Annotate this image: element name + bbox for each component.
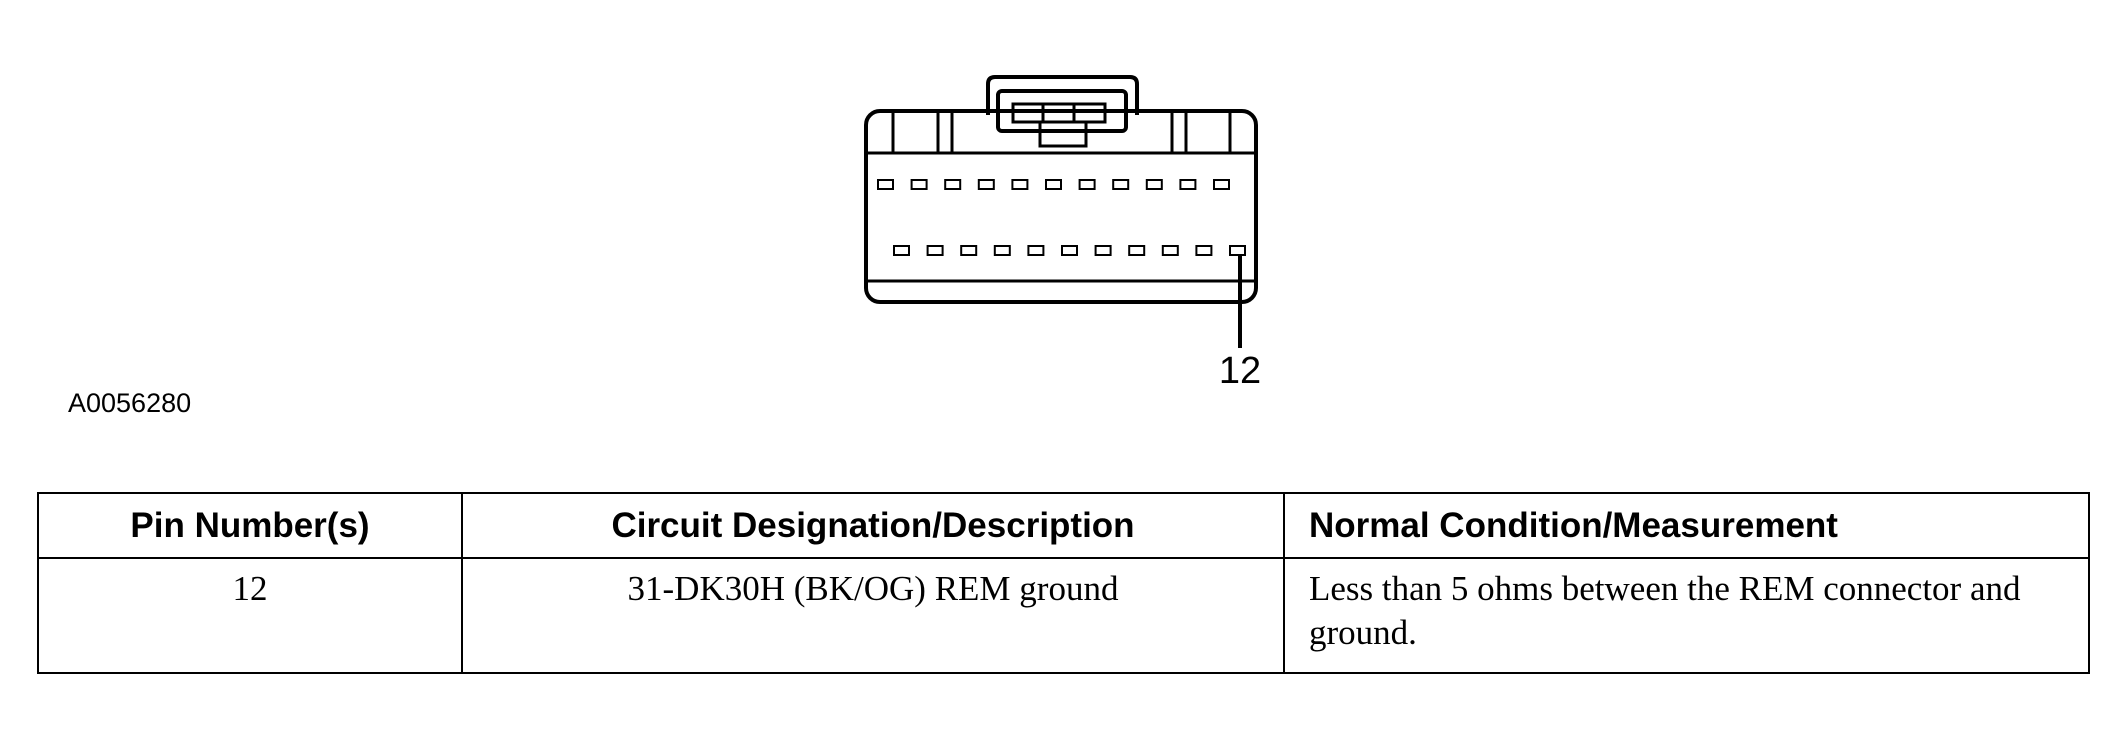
- pin-cavity-bottom-8: [1128, 245, 1146, 256]
- pin-cavity-bottom-7: [1094, 245, 1112, 256]
- cell-pin: 12: [37, 557, 463, 674]
- connector-diagram: [864, 75, 1258, 348]
- pin-cavity-top-2: [910, 179, 928, 190]
- pin-cavity-top-4: [977, 179, 995, 190]
- pin-cavity-top-8: [1112, 179, 1130, 190]
- connector-housing: [864, 109, 1258, 304]
- pin-cavity-bottom-10: [1195, 245, 1213, 256]
- cell-circuit: 31-DK30H (BK/OG) REM ground: [461, 557, 1285, 674]
- pin-cavity-bottom-1: [893, 245, 910, 256]
- header-normal-condition: Normal Condition/Measurement: [1283, 492, 2090, 559]
- pin-cavity-top-11: [1213, 179, 1230, 190]
- pin-cavity-bottom-3: [960, 245, 978, 256]
- pin-cavity-top-3: [944, 179, 962, 190]
- pin-cavity-bottom-4: [993, 245, 1011, 256]
- figure-id: A0056280: [68, 388, 192, 418]
- pin-cavity-bottom-5: [1027, 245, 1045, 256]
- pin-cavity-top-1: [877, 179, 894, 190]
- pin-cavity-bottom-9: [1161, 245, 1179, 256]
- header-circuit-description: Circuit Designation/Description: [461, 492, 1285, 559]
- pin-cavity-bottom-11: [1229, 245, 1246, 256]
- pin-cavity-top-9: [1145, 179, 1163, 190]
- header-pin-numbers: Pin Number(s): [37, 492, 463, 559]
- pin-cavity-top-5: [1011, 179, 1029, 190]
- table-row: 12 31-DK30H (BK/OG) REM ground Less than…: [37, 557, 2090, 674]
- pin-cavity-top-7: [1078, 179, 1096, 190]
- pin-cavity-bottom-2: [926, 245, 944, 256]
- pin-cavity-bottom-6: [1061, 245, 1078, 256]
- cell-measurement: Less than 5 ohms between the REM connect…: [1283, 557, 2090, 674]
- pin-cavity-top-6: [1045, 179, 1062, 190]
- connector-lock-tab: [986, 75, 1139, 115]
- connector-face-drawing: [864, 75, 1258, 348]
- pin-cavity-top-10: [1179, 179, 1197, 190]
- connector-lock-key: [1038, 120, 1088, 148]
- pin-table: Pin Number(s) Circuit Designation/Descri…: [37, 492, 2090, 674]
- pin-callout-label: 12: [1218, 350, 1262, 392]
- table-header-row: Pin Number(s) Circuit Designation/Descri…: [37, 492, 2090, 559]
